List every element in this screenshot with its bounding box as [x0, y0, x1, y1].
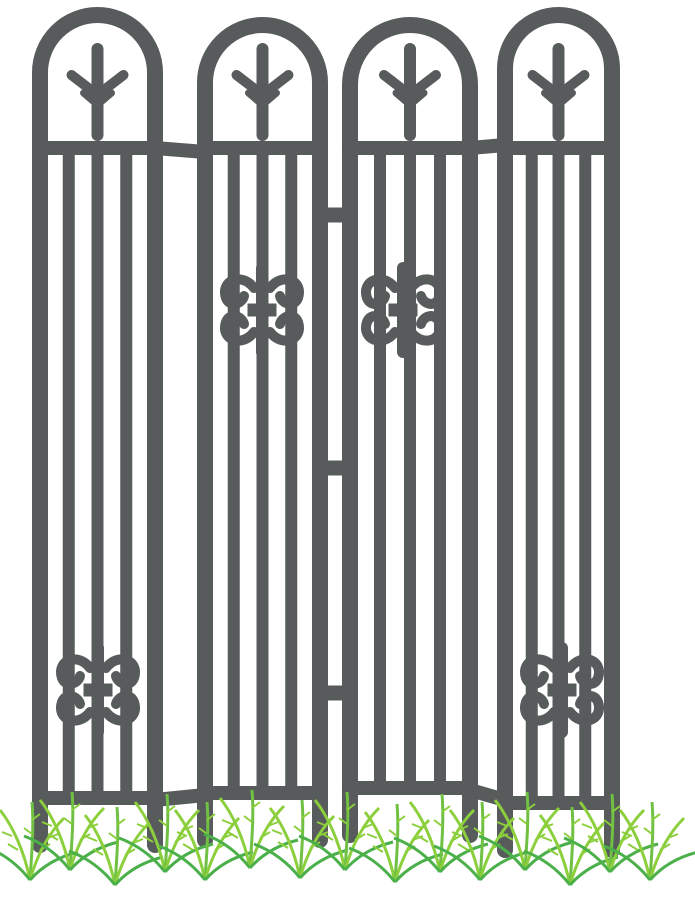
grass-tuft-icon: [347, 802, 445, 884]
hinge: [313, 685, 357, 701]
finial-icon: [72, 49, 124, 135]
connector-rail: [148, 141, 212, 159]
grass-tuft-icon: [252, 798, 350, 880]
fence-panel-1: [32, 7, 163, 828]
finial-icon: [533, 49, 585, 135]
fence-panel-3: [342, 17, 478, 818]
finial-icon: [384, 49, 436, 135]
connector-rail: [463, 783, 512, 807]
finial-icon: [237, 49, 289, 135]
hinge: [313, 460, 357, 476]
iron-fence: [32, 7, 620, 858]
fence-panel-4: [497, 7, 620, 833]
connector-rail: [148, 788, 212, 807]
fence-panel-2: [197, 17, 328, 823]
connector-rail: [463, 138, 512, 155]
grass-tuft-icon: [432, 800, 530, 882]
hinge: [313, 207, 357, 223]
